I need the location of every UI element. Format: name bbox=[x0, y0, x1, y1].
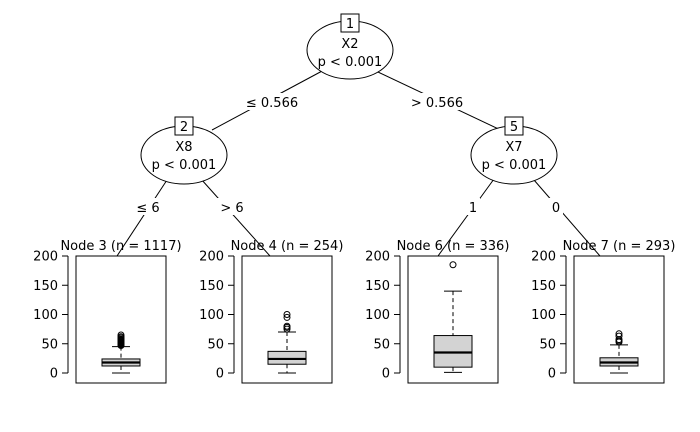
panel-title: Node 3 (n = 1117) bbox=[60, 239, 181, 254]
y-tick-label: 200 bbox=[33, 250, 58, 265]
iqr-box bbox=[267, 350, 307, 365]
node-pvalue: p < 0.001 bbox=[318, 55, 383, 70]
node-id: 1 bbox=[346, 17, 354, 32]
node-id: 5 bbox=[510, 120, 518, 135]
y-tick-label: 50 bbox=[539, 337, 556, 352]
inner-node: 1 X2 p < 0.001 bbox=[306, 13, 394, 80]
inner-node: 5 X7 p < 0.001 bbox=[470, 116, 558, 185]
y-tick-label: 150 bbox=[33, 279, 58, 294]
outlier-point bbox=[615, 332, 623, 340]
outlier-point bbox=[283, 311, 291, 318]
y-tick-label: 100 bbox=[33, 308, 58, 323]
edge-label-bg bbox=[134, 198, 162, 215]
terminal-panels: Node 3 (n = 1117) 0 50 100 150 200 Node 4 (n =… bbox=[33, 239, 676, 384]
outlier-point bbox=[449, 261, 457, 269]
panel-title: Node 7 (n = 293) bbox=[563, 239, 676, 254]
outlier-point bbox=[117, 331, 125, 339]
edge-line bbox=[437, 178, 495, 257]
edge-label: > 0.566 bbox=[411, 96, 463, 111]
node-variable: X7 bbox=[505, 140, 522, 155]
inner-node: 2 X8 p < 0.001 bbox=[140, 116, 228, 185]
y-tick-label: 0 bbox=[548, 367, 556, 382]
outlier-point bbox=[283, 313, 291, 321]
y-tick-label: 50 bbox=[41, 337, 58, 352]
edge-label-bg bbox=[405, 93, 469, 110]
node-pvalue: p < 0.001 bbox=[152, 158, 217, 173]
y-tick-label: 150 bbox=[531, 279, 556, 294]
edge-label: 0 bbox=[552, 201, 560, 216]
node-pvalue: p < 0.001 bbox=[482, 158, 547, 173]
y-tick-label: 0 bbox=[50, 367, 58, 382]
y-tick-label: 200 bbox=[365, 250, 390, 265]
y-tick-label: 100 bbox=[365, 308, 390, 323]
edge-label-bg bbox=[242, 93, 302, 110]
edge-line bbox=[116, 179, 168, 257]
y-tick-label: 150 bbox=[365, 279, 390, 294]
y-tick-label: 0 bbox=[382, 367, 390, 382]
panel-title: Node 6 (n = 336) bbox=[397, 239, 510, 254]
node-variable: X2 bbox=[341, 37, 358, 52]
y-tick-label: 200 bbox=[199, 250, 224, 265]
edge-label-bg bbox=[549, 198, 563, 215]
outlier-point bbox=[283, 322, 291, 330]
y-tick-label: 100 bbox=[199, 308, 224, 323]
edge-label-bg bbox=[466, 198, 480, 215]
edge-label: 1 bbox=[469, 201, 477, 216]
edge-label: > 6 bbox=[220, 201, 243, 216]
edge-label-bg bbox=[217, 198, 247, 215]
y-tick-label: 200 bbox=[531, 250, 556, 265]
y-tick-label: 50 bbox=[373, 337, 390, 352]
y-tick-label: 150 bbox=[199, 279, 224, 294]
node-variable: X8 bbox=[175, 140, 192, 155]
edge-line bbox=[533, 179, 601, 257]
outlier-point bbox=[615, 330, 623, 338]
edge-line bbox=[200, 178, 271, 257]
node-id: 2 bbox=[180, 120, 188, 135]
y-tick-label: 0 bbox=[216, 367, 224, 382]
y-tick-label: 50 bbox=[207, 337, 224, 352]
panel-title: Node 4 (n = 254) bbox=[231, 239, 344, 254]
edge-label: ≤ 0.566 bbox=[246, 96, 298, 111]
iqr-box bbox=[433, 335, 473, 368]
edge-label: ≤ 6 bbox=[136, 201, 159, 216]
y-tick-label: 100 bbox=[531, 308, 556, 323]
